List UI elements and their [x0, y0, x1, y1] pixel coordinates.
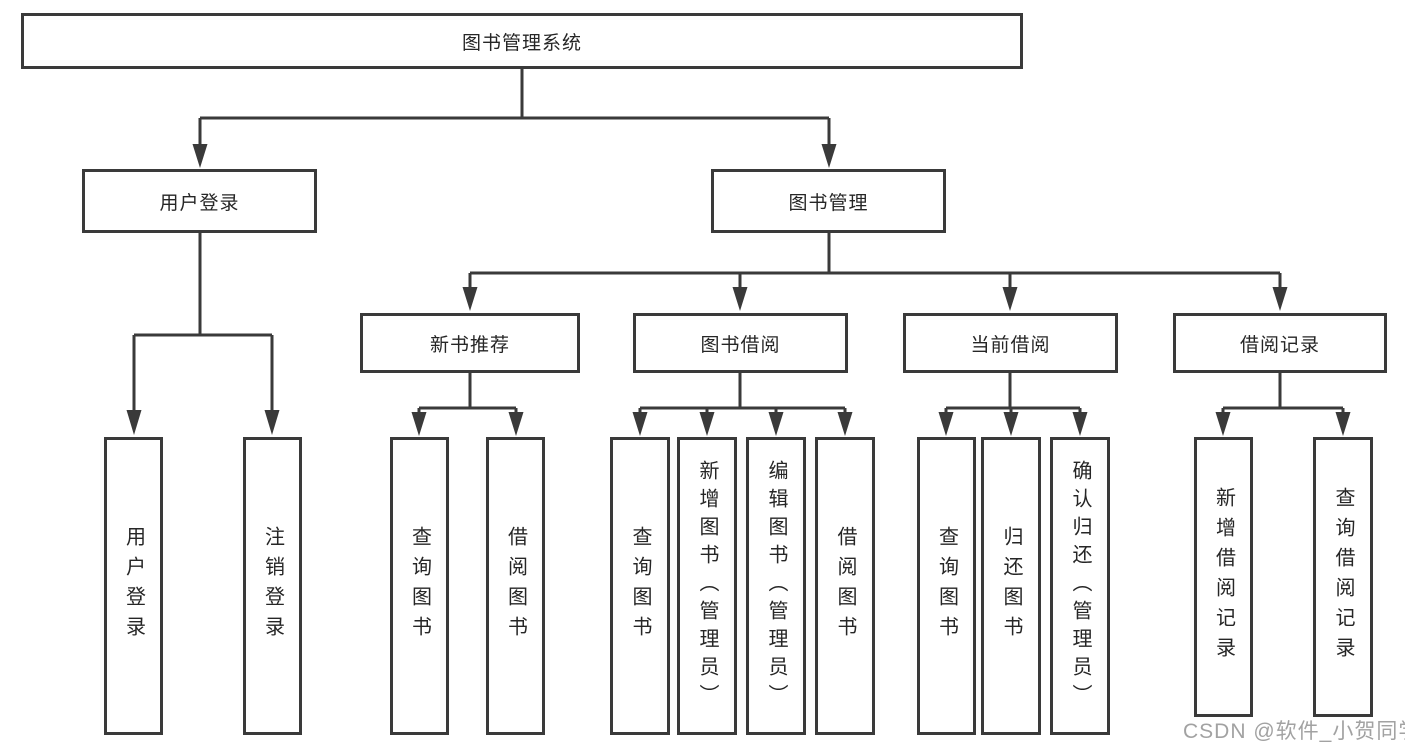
leaf-query-borrow-record: 查询借阅记录 [1313, 437, 1373, 717]
arrowheads [126, 144, 1351, 436]
node-current-borrow: 当前借阅 [903, 313, 1118, 373]
leaf-return-book: 归还图书 [981, 437, 1041, 735]
leaf-borrow-books-1: 借阅图书 [486, 437, 545, 735]
node-new-book-recommend: 新书推荐 [360, 313, 580, 373]
leaf-confirm-return-admin: 确认归还（管理员） [1050, 437, 1110, 735]
node-book-management: 图书管理 [711, 169, 946, 233]
csdn-watermark: CSDN @软件_小贺同学 [1183, 720, 1405, 743]
leaf-edit-book-admin: 编辑图书（管理员） [746, 437, 806, 735]
leaf-query-books-1: 查询图书 [390, 437, 449, 735]
leaf-logout: 注销登录 [243, 437, 302, 735]
node-user-login: 用户登录 [82, 169, 317, 233]
leaf-add-borrow-record: 新增借阅记录 [1194, 437, 1253, 717]
node-borrow-record: 借阅记录 [1173, 313, 1387, 373]
leaf-query-books-2: 查询图书 [610, 437, 670, 735]
leaf-add-book-admin: 新增图书（管理员） [677, 437, 737, 735]
leaf-borrow-books-2: 借阅图书 [815, 437, 875, 735]
leaf-query-books-3: 查询图书 [917, 437, 976, 735]
node-root: 图书管理系统 [21, 13, 1023, 69]
node-book-borrow: 图书借阅 [633, 313, 848, 373]
leaf-user-login: 用户登录 [104, 437, 163, 735]
